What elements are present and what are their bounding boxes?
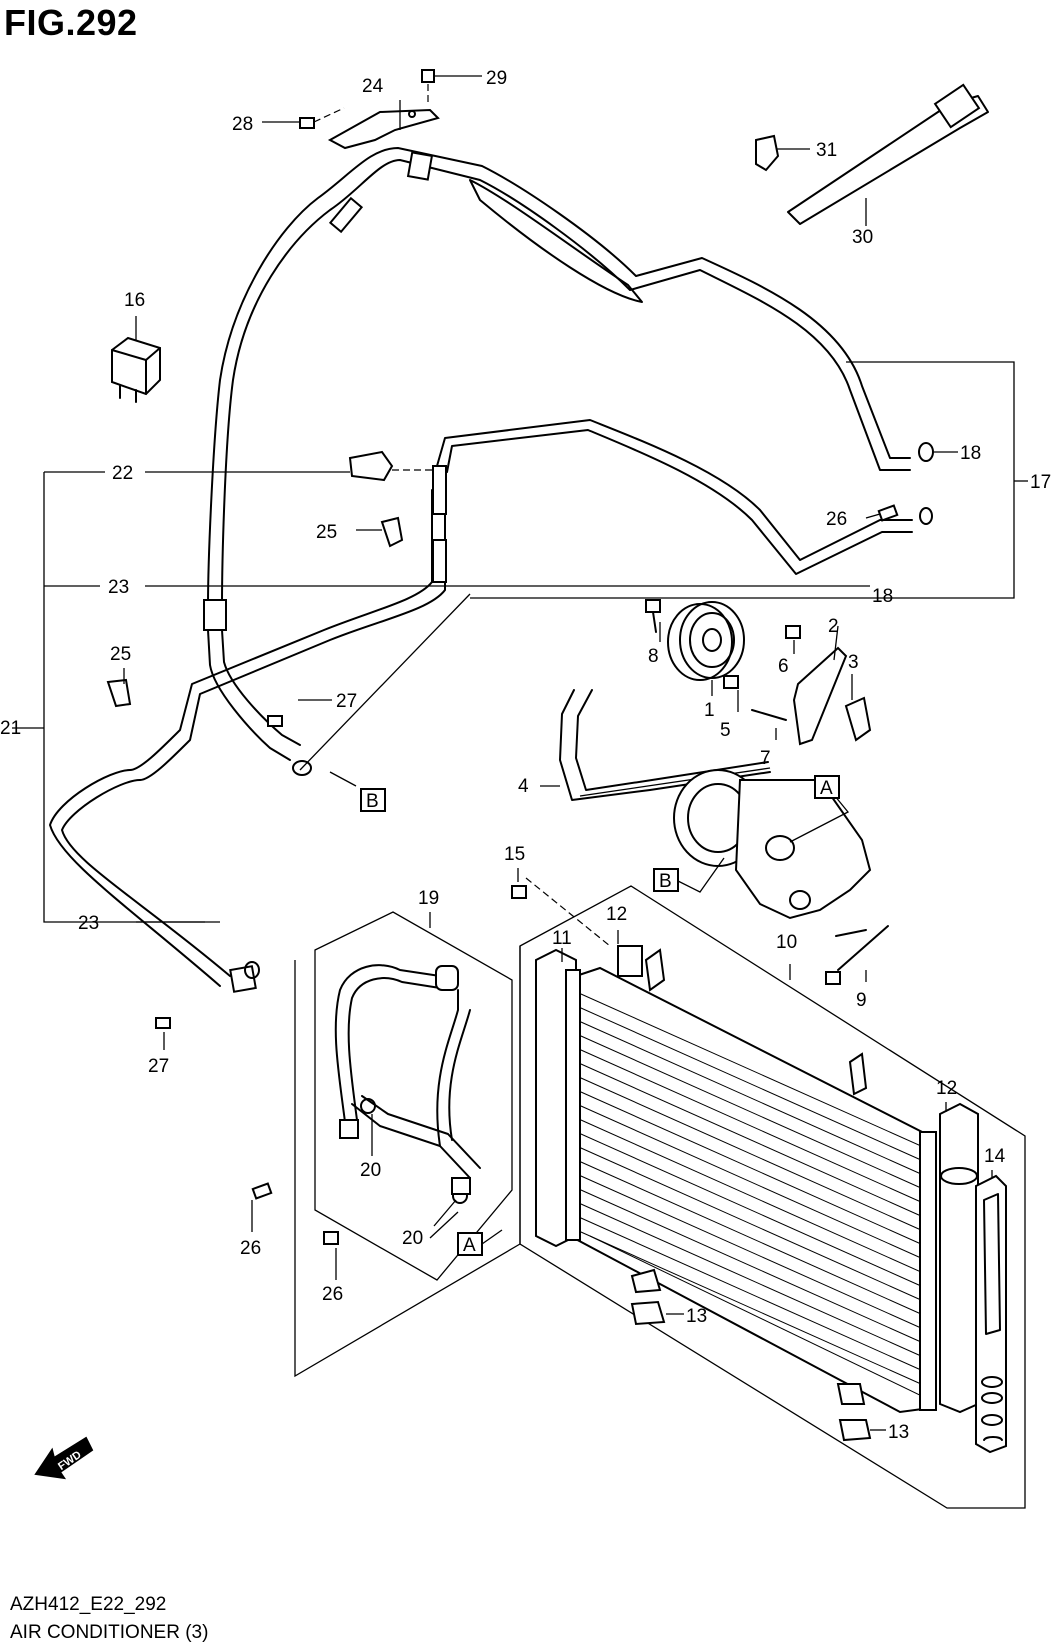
callout-23-upper: 23 xyxy=(108,577,129,598)
callout-30: 30 xyxy=(852,227,873,248)
callout-2: 2 xyxy=(828,616,839,637)
callout-22: 22 xyxy=(112,463,133,484)
hose-19 xyxy=(334,964,481,1195)
callout-1: 1 xyxy=(704,700,715,721)
callout-12-top: 12 xyxy=(606,904,627,925)
diagram-code: AZH412_E22_292 xyxy=(10,1594,167,1615)
callout-26-upper: 26 xyxy=(826,509,847,530)
marker-a-compressor: A xyxy=(820,778,833,799)
condenser-fins xyxy=(571,989,931,1401)
callout-20-upper: 20 xyxy=(360,1160,381,1181)
callout-25-lower: 25 xyxy=(110,644,131,665)
callout-26-left: 26 xyxy=(240,1238,261,1259)
callout-13-upper: 13 xyxy=(686,1306,707,1327)
callout-28: 28 xyxy=(232,114,253,135)
callout-3: 3 xyxy=(848,652,859,673)
callout-27-lower: 27 xyxy=(148,1056,169,1077)
callout-numbers: 1 2 3 4 5 6 7 8 9 10 11 12 12 13 13 14 1… xyxy=(0,68,1051,1443)
callout-10: 10 xyxy=(776,932,797,953)
marker-a-hose: A xyxy=(463,1235,476,1256)
callout-26-lower: 26 xyxy=(322,1284,343,1305)
callout-4: 4 xyxy=(518,776,529,797)
callout-18-upper: 18 xyxy=(960,443,981,464)
reference-markers: A B B A xyxy=(329,771,840,1256)
diagram-name: AIR CONDITIONER (3) xyxy=(10,1622,209,1643)
callout-29: 29 xyxy=(486,68,507,89)
marker-b-compressor: B xyxy=(659,871,672,892)
refrigerant-lines xyxy=(49,147,913,987)
callout-13-lower: 13 xyxy=(888,1422,909,1443)
callout-17: 17 xyxy=(1030,472,1051,493)
callout-16: 16 xyxy=(124,290,145,311)
group-brackets xyxy=(12,361,1028,1509)
callout-11: 11 xyxy=(552,928,572,949)
callout-23-lower: 23 xyxy=(78,913,99,934)
callout-leaders xyxy=(123,75,993,1431)
small-parts xyxy=(106,69,989,1245)
callout-20-lower: 20 xyxy=(402,1228,423,1249)
callout-24: 24 xyxy=(362,76,384,97)
callout-31: 31 xyxy=(816,140,837,161)
callout-21: 21 xyxy=(0,718,21,739)
callout-5: 5 xyxy=(720,720,731,741)
callout-8: 8 xyxy=(648,646,659,667)
callout-15: 15 xyxy=(504,844,525,865)
fwd-arrow-icon: FWD xyxy=(34,1436,94,1480)
callout-12-right: 12 xyxy=(936,1078,957,1099)
marker-b-hose: B xyxy=(366,791,379,812)
callout-27-upper: 27 xyxy=(336,691,357,712)
callout-7: 7 xyxy=(760,748,771,769)
callout-19: 19 xyxy=(418,888,439,909)
figure-title: FIG.292 xyxy=(4,2,138,43)
condenser-assembly xyxy=(511,877,1007,1454)
callout-6: 6 xyxy=(778,656,789,677)
callout-9: 9 xyxy=(856,990,867,1011)
callout-14: 14 xyxy=(984,1146,1006,1167)
compressor-assembly xyxy=(299,593,889,985)
callout-18-lower: 18 xyxy=(872,586,893,607)
callout-25-upper: 25 xyxy=(316,522,337,543)
